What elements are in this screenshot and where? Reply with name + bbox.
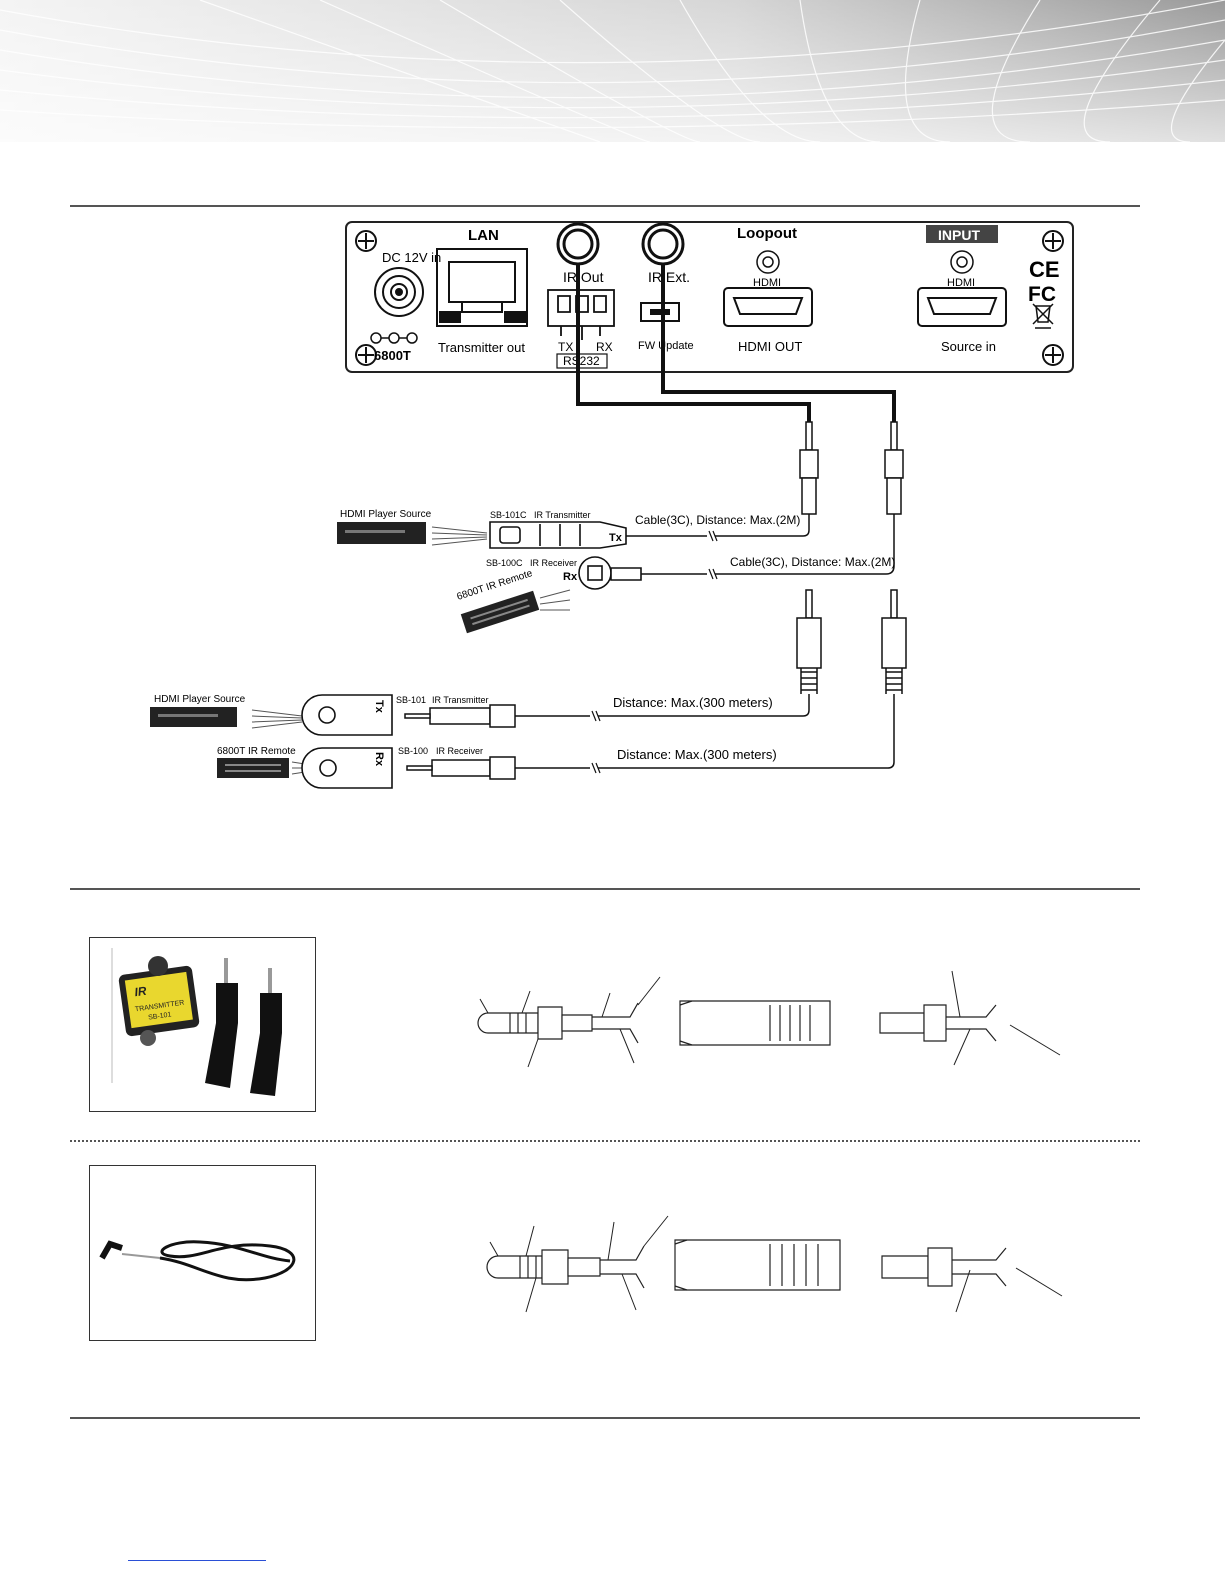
section-rule [70, 1417, 1140, 1419]
plug-assembly-drawing-1 [477, 970, 1061, 1068]
sb100c-receiver-icon [578, 556, 642, 590]
section-rule [70, 205, 1140, 207]
ir-beam-icon [539, 589, 571, 611]
sr-tx-label: IR Transmitter [534, 510, 591, 520]
lan-label: LAN [468, 227, 499, 244]
sr-cable-rx-label: Cable(3C), Distance: Max.(2M) [730, 555, 895, 569]
ir-remote-icon [217, 758, 289, 778]
sr-tx-model-label: SB-101C [490, 510, 527, 520]
transmitter-out-label: Transmitter out [438, 340, 525, 355]
lr-rx-model-label: SB-100 [398, 746, 428, 756]
polarity-icon [370, 332, 418, 344]
screw-icon [1042, 230, 1064, 252]
header-banner [0, 0, 1225, 142]
hdmi-out-port-icon [723, 287, 813, 327]
lr-player-source-label: HDMI Player Source [154, 694, 246, 705]
dc-jack-icon [374, 267, 424, 317]
cable-photo [89, 1165, 316, 1341]
mini-plug-icon [406, 756, 516, 780]
ir-out-label: IR Out [563, 269, 604, 285]
loopout-hdmi-label: HDMI [753, 277, 781, 289]
mini-plug-icon [799, 421, 819, 515]
plug-assembly-drawing-2 [486, 1215, 1063, 1313]
rs232-label: RS232 [563, 354, 600, 368]
loopout-label: Loopout [737, 225, 797, 242]
section-rule [70, 888, 1140, 890]
hdmi-in-port-icon [917, 287, 1007, 327]
lr-tx-mark: Tx [373, 700, 385, 714]
sr-rx-mark: Rx [563, 571, 578, 583]
lr-rx-label: IR Receiver [436, 746, 483, 756]
sr-tx-mark: Tx [609, 532, 623, 544]
photo-model-text: SB-101 [148, 1011, 172, 1021]
hdmi-symbol-icon [756, 250, 780, 274]
ce-mark-icon: CE [1029, 257, 1060, 282]
rx-label: RX [596, 340, 613, 354]
fc-mark-icon: FC [1028, 283, 1056, 306]
lr-tx-model-label: SB-101 [396, 695, 426, 705]
rs232-terminal-icon [547, 289, 615, 340]
lr-remote-label: 6800T IR Remote [217, 746, 296, 757]
connection-diagram: DC 12V in 6800T LAN Transmitter out IR O… [150, 221, 1074, 789]
lr-distance-tx-label: Distance: Max.(300 meters) [613, 695, 773, 710]
long-plug-icon [796, 589, 822, 694]
lr-distance-rx-label: Distance: Max.(300 meters) [617, 747, 777, 762]
fw-update-label: FW Update [638, 340, 694, 352]
weee-bin-icon [1032, 303, 1054, 329]
photo-ir-text: IR [134, 984, 148, 1000]
ir-beam-icon [251, 709, 303, 729]
input-hdmi-label: HDMI [947, 277, 975, 289]
lr-rx-mark: Rx [373, 752, 385, 767]
sr-rx-label: IR Receiver [530, 558, 577, 568]
sr-cable-tx-label: Cable(3C), Distance: Max.(2M) [635, 513, 800, 527]
sb101-transmitter-box-icon [301, 694, 393, 736]
ir-remote-icon [460, 590, 540, 634]
input-label: INPUT [938, 227, 980, 243]
mini-plug-icon [404, 704, 516, 728]
ir-beam-icon [431, 526, 488, 546]
section-rule [70, 1140, 1140, 1142]
ir-cable-photo-icon [99, 1240, 296, 1282]
dc-label: DC 12V in [382, 250, 441, 265]
rj45-port-icon [436, 248, 528, 327]
long-plug-icon [881, 589, 907, 694]
hdmi-player-icon [337, 522, 426, 544]
usb-port-icon [640, 302, 680, 322]
ir-transmitter-photo-icon: IR TRANSMITTER SB-101 [111, 948, 282, 1096]
screw-icon [355, 344, 377, 366]
model-label: 6800T [374, 348, 411, 363]
screw-icon [1042, 344, 1064, 366]
sr-player-source-label: HDMI Player Source [340, 509, 432, 520]
tx-label: TX [558, 340, 573, 354]
sb101c-transmitter-icon [489, 521, 627, 549]
sb100-receiver-box-icon [301, 747, 393, 789]
transmitter-plugs-photo: IR TRANSMITTER SB-101 [89, 937, 316, 1112]
sr-rx-model-label: SB-100C [486, 558, 523, 568]
source-in-label: Source in [941, 339, 996, 354]
input-badge [926, 225, 998, 243]
mini-plug-icon [884, 421, 904, 515]
screw-icon [355, 230, 377, 252]
hdmi-out-label: HDMI OUT [738, 339, 802, 354]
ir-ext-label: IR Ext. [648, 269, 690, 285]
hdmi-symbol-icon [950, 250, 974, 274]
footer-link-underline[interactable] [128, 1560, 266, 1561]
lr-tx-label: IR Transmitter [432, 695, 489, 705]
hdmi-player-icon [150, 707, 237, 727]
